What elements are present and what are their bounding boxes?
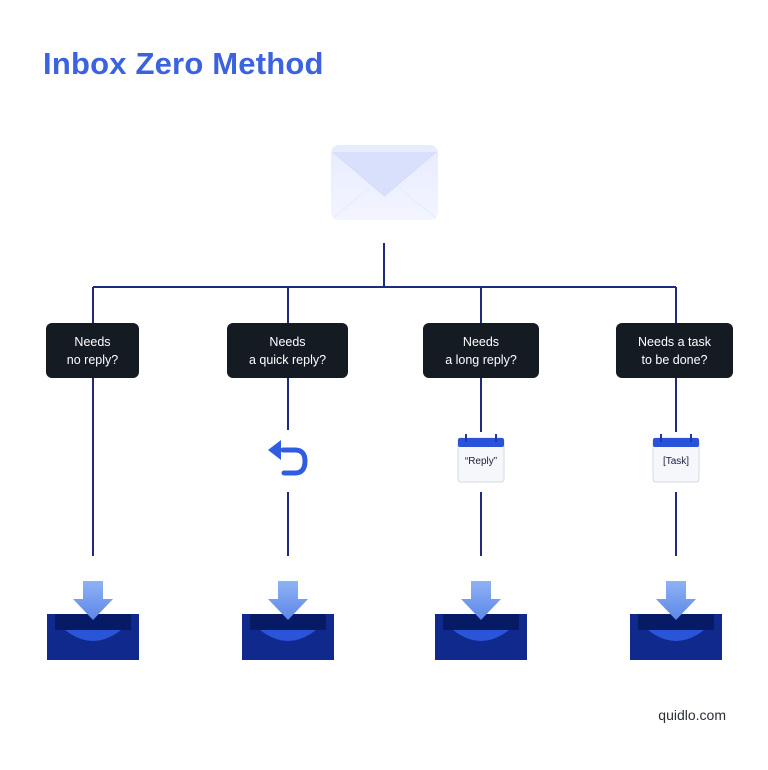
calendar-icon: [457, 434, 505, 483]
calendar-label-task: [Task]: [662, 456, 690, 467]
question-box-quick-reply: Needs a quick reply?: [227, 323, 348, 378]
archive-tray-icon: [630, 581, 722, 660]
question-box-no-reply: Needs no reply?: [46, 323, 139, 378]
question-box-task: Needs a task to be done?: [616, 323, 733, 378]
reply-arrow-icon: [268, 440, 308, 476]
connector-lines: [92, 243, 677, 556]
archive-tray-icon: [435, 581, 527, 660]
calendar-icon: [652, 434, 700, 483]
footer-brand: quidlo.com: [658, 707, 726, 723]
envelope-icon: [331, 145, 438, 220]
archive-tray-icon: [242, 581, 334, 660]
page-title: Inbox Zero Method: [43, 46, 324, 81]
calendar-label-reply: “Reply”: [464, 456, 498, 467]
question-box-long-reply: Needs a long reply?: [423, 323, 539, 378]
archive-tray-icon: [47, 581, 139, 660]
